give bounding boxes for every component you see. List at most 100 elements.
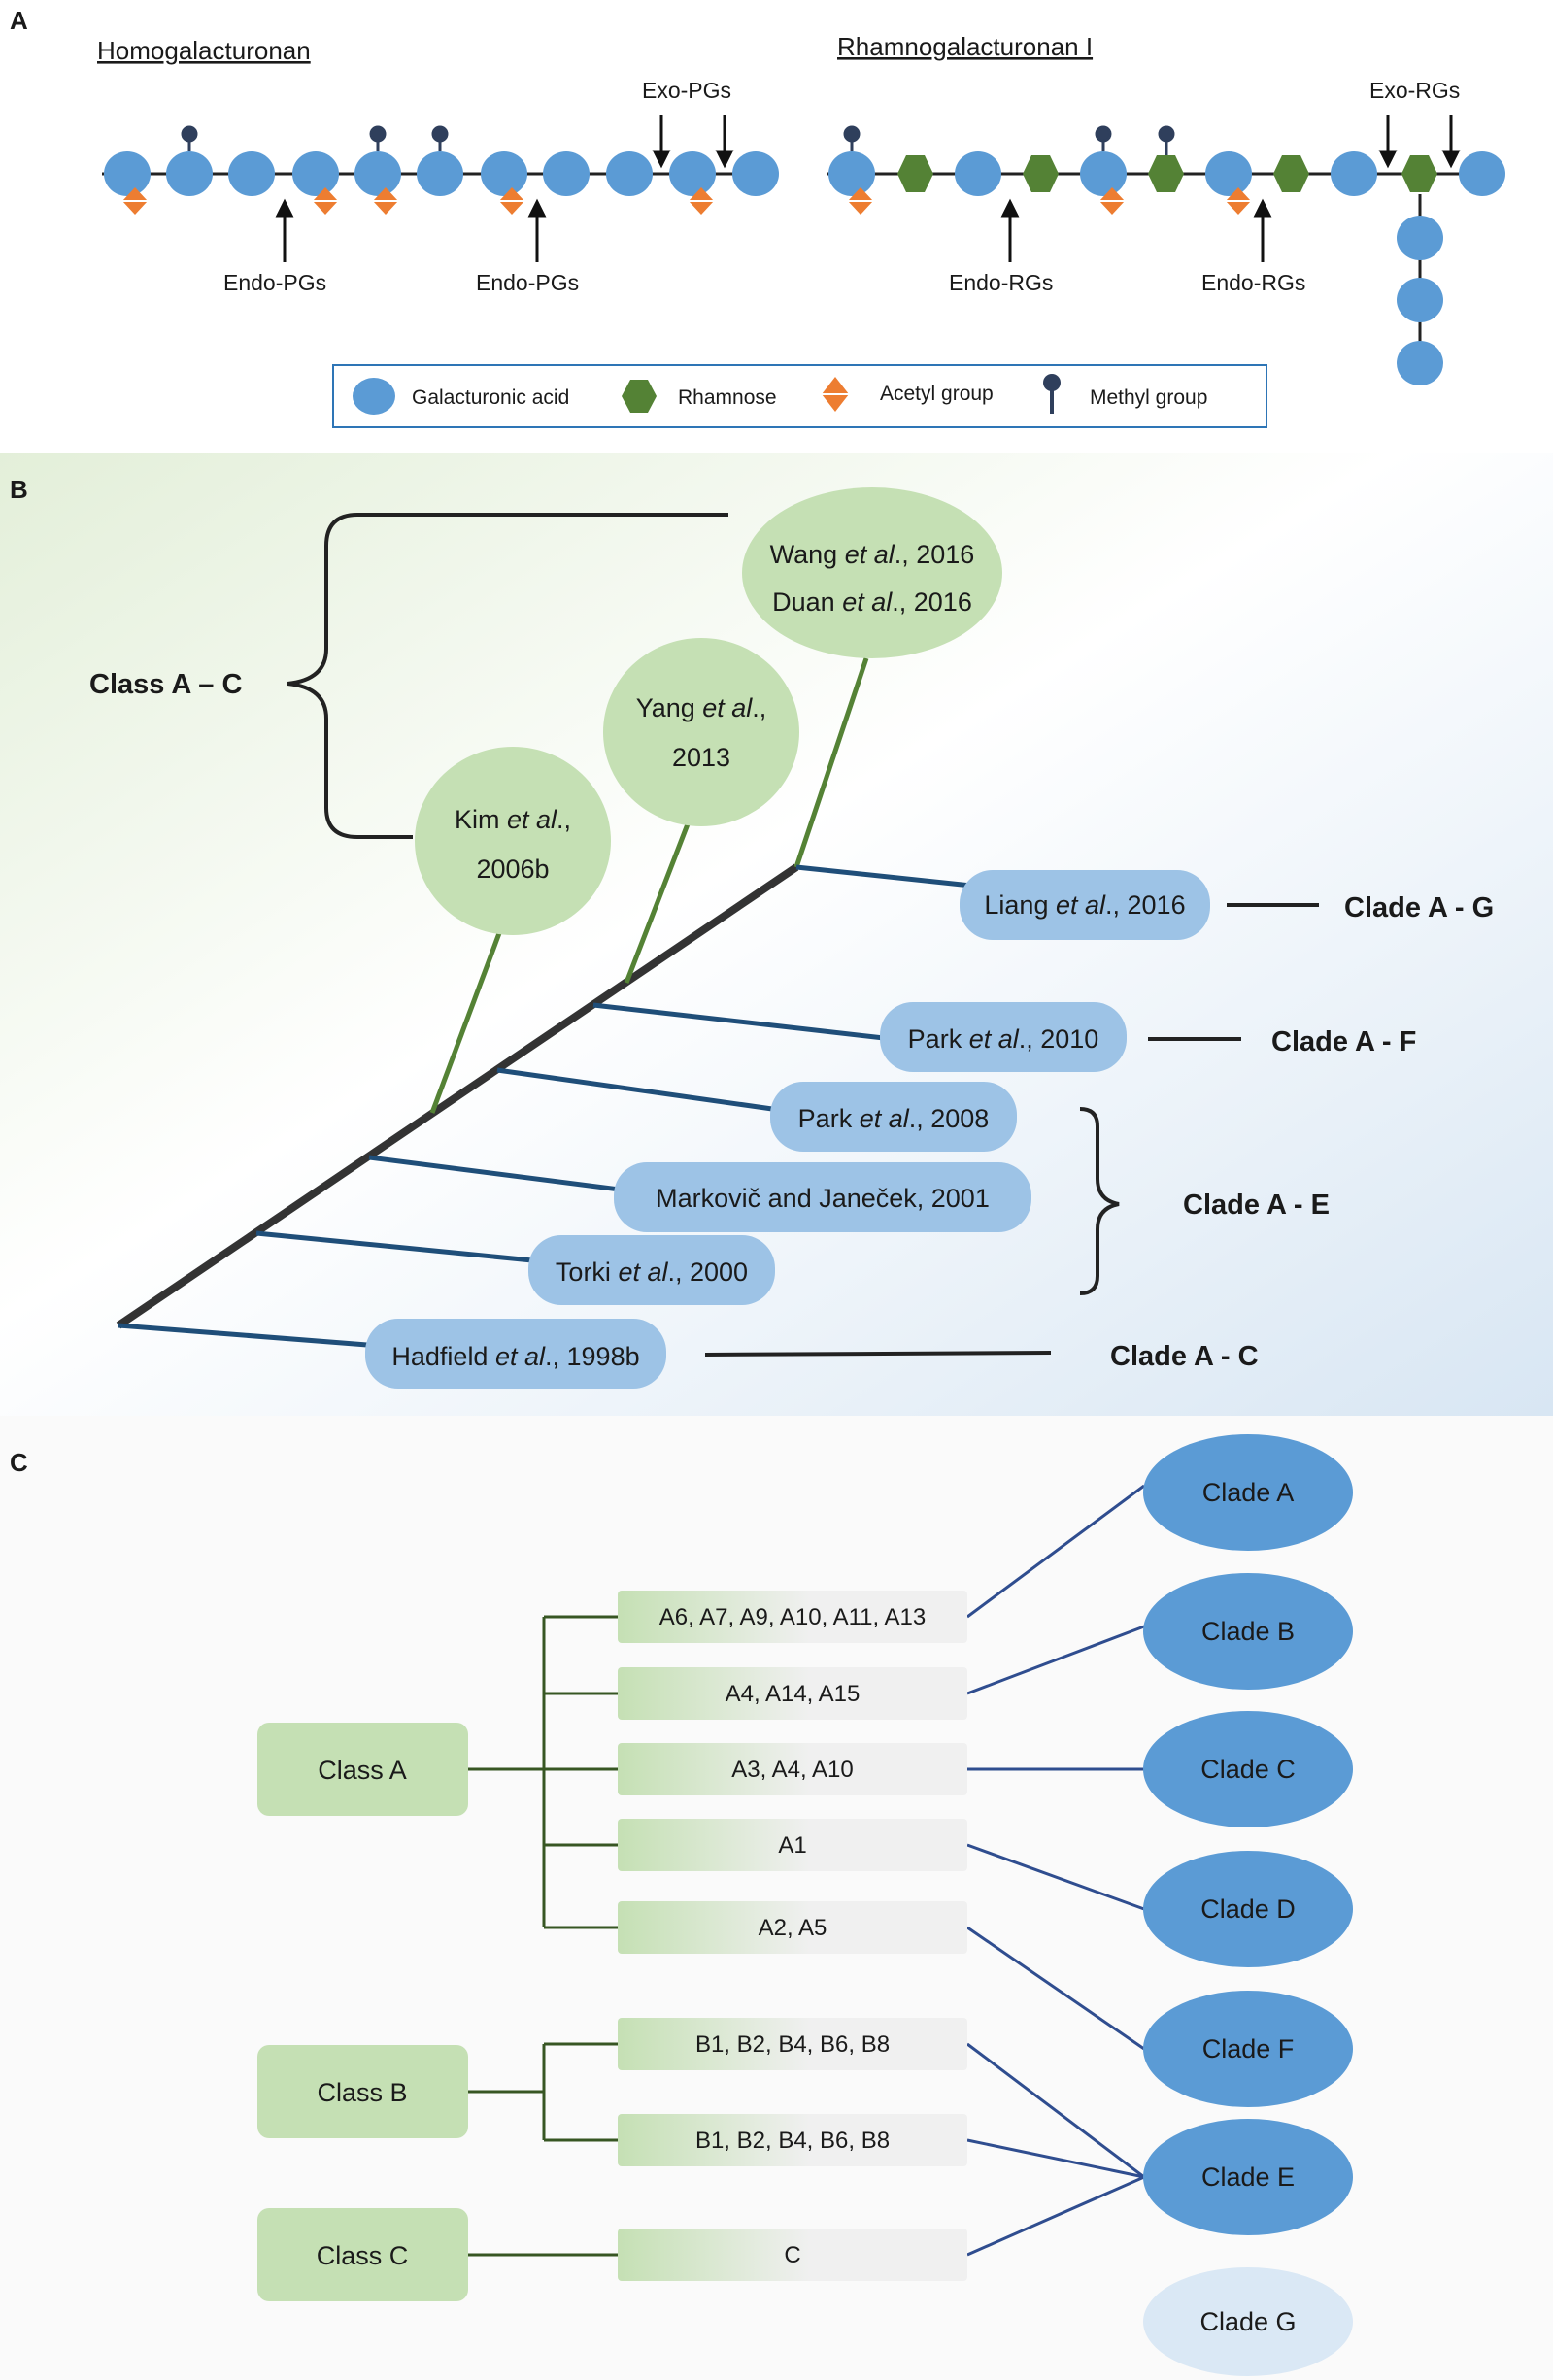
- hg-galacturonic-1: [104, 151, 151, 196]
- legend-methyl: Methyl group: [1090, 386, 1207, 409]
- panel-b-label: B: [10, 475, 28, 504]
- hg-galacturonic-6: [417, 151, 463, 196]
- svg-text:Park et al., 2008: Park et al., 2008: [798, 1104, 990, 1133]
- rg-galacturonic-2: [955, 151, 1001, 196]
- svg-text:Class A: Class A: [318, 1756, 407, 1785]
- rg-galacturonic-3: [1080, 151, 1127, 196]
- rhamnose-icon: [1023, 155, 1059, 192]
- clade-c: Clade C: [1143, 1711, 1353, 1827]
- exo-pgs-arrow-icon: [652, 150, 671, 169]
- class-tree-lines: [468, 1615, 618, 2257]
- rg-arrows: [1000, 115, 1461, 262]
- svg-text:A3, A4, A10: A3, A4, A10: [731, 1757, 853, 1783]
- panel-c: C Cl: [0, 1416, 1553, 2380]
- green-node-wang-duan: Wang et al., 2016 Duan et al., 2016: [742, 487, 1002, 658]
- rg-side-galacturonic-1: [1397, 216, 1443, 260]
- legend: Galacturonic acid Rhamnose Acetyl group …: [332, 364, 1267, 428]
- legend-galacturonic: Galacturonic acid: [412, 386, 569, 409]
- rg-side-galacturonic-2: [1397, 278, 1443, 322]
- svg-text:Markovič and Janeček, 2001: Markovič and Janeček, 2001: [656, 1184, 990, 1213]
- green-node-kim: Kim et al., 2006b: [415, 747, 611, 935]
- methyl-group-icon: [431, 125, 449, 143]
- svg-text:A1: A1: [778, 1832, 806, 1859]
- class-box-c: Class C: [257, 2208, 468, 2301]
- methyl-legend-icon: [1043, 374, 1061, 391]
- subgroup-box: A2, A5: [618, 1901, 967, 1954]
- svg-text:Clade C: Clade C: [1200, 1755, 1296, 1784]
- methyl-group-icon: [181, 125, 198, 143]
- methyl-group-icon: [1158, 125, 1175, 143]
- endo-rgs-arrow-icon: [1253, 198, 1272, 218]
- clade-link-lines: [966, 1484, 1145, 2257]
- clade-a-g-label: Clade A - G: [1344, 892, 1494, 923]
- panel-a-label: A: [10, 6, 28, 35]
- endo-pgs-label-2: Endo-PGs: [476, 270, 579, 295]
- svg-text:Park et al., 2010: Park et al., 2010: [908, 1024, 1099, 1054]
- legend-rhamnose: Rhamnose: [678, 386, 777, 409]
- hg-galacturonic-2: [166, 151, 213, 196]
- blue-node-torki: Torki et al., 2000: [528, 1235, 775, 1305]
- hg-galacturonic-3: [228, 151, 275, 196]
- blue-node-markovic: Markovič and Janeček, 2001: [614, 1162, 1031, 1232]
- hg-galacturonic-4: [292, 151, 339, 196]
- legend-acetyl: Acetyl group: [880, 383, 994, 405]
- svg-text:B1, B2, B4, B6, B8: B1, B2, B4, B6, B8: [695, 2128, 890, 2154]
- tree-trunk: [116, 863, 799, 1329]
- svg-text:Clade E: Clade E: [1201, 2162, 1295, 2192]
- clade-g: Clade G: [1143, 2267, 1353, 2376]
- endo-pgs-arrow-icon: [275, 198, 294, 218]
- clade-a-f-label: Clade A - F: [1271, 1026, 1416, 1057]
- hg-galacturonic-5: [354, 151, 401, 196]
- subgroup-box: C: [618, 2229, 967, 2281]
- endo-rgs-arrow-icon: [1000, 198, 1020, 218]
- hg-arrows: [275, 115, 734, 262]
- methyl-group-icon: [843, 125, 861, 143]
- endo-pgs-arrow-icon: [527, 198, 547, 218]
- svg-text:Wang et al., 2016: Wang et al., 2016: [770, 540, 975, 569]
- green-branches: [429, 657, 869, 1114]
- svg-text:Clade B: Clade B: [1201, 1617, 1295, 1646]
- svg-text:Kim et al.,: Kim et al.,: [455, 805, 571, 834]
- rg-chain: [827, 125, 1505, 385]
- rg-galacturonic-1: [828, 151, 875, 196]
- svg-text:A2, A5: A2, A5: [759, 1915, 827, 1941]
- class-bracket: [287, 513, 728, 839]
- exo-rgs-label: Exo-RGs: [1369, 78, 1460, 103]
- rhamnose-icon: [1273, 155, 1309, 192]
- rg-galacturonic-4: [1205, 151, 1252, 196]
- hg-galacturonic-9: [606, 151, 653, 196]
- class-box-b: Class B: [257, 2045, 468, 2138]
- panel-c-label: C: [10, 1448, 28, 1477]
- blue-node-park-2008: Park et al., 2008: [770, 1082, 1017, 1152]
- endo-rgs-label-2: Endo-RGs: [1201, 270, 1305, 295]
- rg-galacturonic-5: [1331, 151, 1377, 196]
- class-box-a: Class A: [257, 1723, 468, 1816]
- hg-title: Homogalacturonan: [97, 36, 311, 65]
- clade-e: Clade E: [1143, 2119, 1353, 2235]
- svg-text:Clade D: Clade D: [1200, 1894, 1296, 1924]
- panel-b: B Class A – C Wang et al., 2016 Duan et …: [0, 453, 1553, 1416]
- svg-text:Duan et al., 2016: Duan et al., 2016: [772, 587, 972, 617]
- svg-text:Torki et al., 2000: Torki et al., 2000: [556, 1257, 748, 1287]
- rhamnose-legend-icon: [622, 380, 657, 413]
- subgroup-box: B1, B2, B4, B6, B8: [618, 2114, 967, 2166]
- clade-a-e-label: Clade A - E: [1183, 1190, 1330, 1221]
- svg-text:A4, A14, A15: A4, A14, A15: [726, 1681, 861, 1707]
- class-a-c-label: Class A – C: [89, 669, 242, 700]
- endo-pgs-label-1: Endo-PGs: [223, 270, 326, 295]
- svg-text:2013: 2013: [672, 743, 730, 772]
- clade-d: Clade D: [1143, 1851, 1353, 1967]
- rhamnose-icon: [1401, 155, 1437, 192]
- methyl-group-icon: [1095, 125, 1112, 143]
- blue-node-park-2010: Park et al., 2010: [880, 1002, 1127, 1072]
- subgroup-box: A6, A7, A9, A10, A11, A13: [618, 1591, 967, 1643]
- exo-pgs-arrow-icon: [715, 150, 734, 169]
- rhamnose-icon: [897, 155, 933, 192]
- hg-galacturonic-10: [669, 151, 716, 196]
- rg-side-galacturonic-3: [1397, 341, 1443, 385]
- rg-galacturonic-6: [1459, 151, 1505, 196]
- svg-text:Hadfield et al., 1998b: Hadfield et al., 1998b: [391, 1342, 639, 1371]
- svg-text:Clade A: Clade A: [1202, 1478, 1295, 1507]
- svg-text:Yang et al.,: Yang et al.,: [636, 693, 767, 722]
